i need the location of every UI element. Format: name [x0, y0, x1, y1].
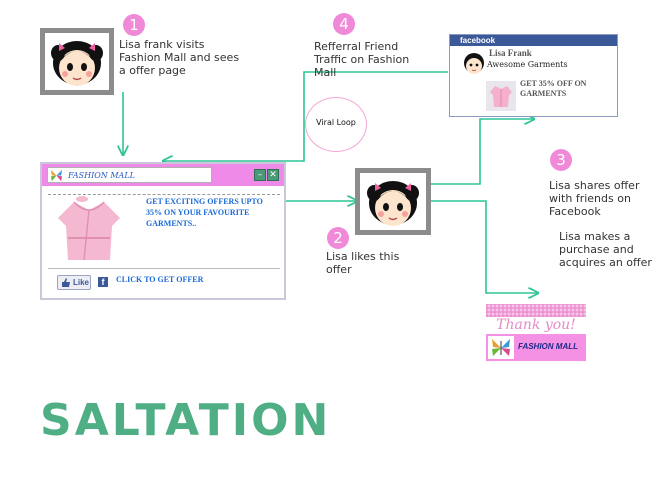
get-offer-link[interactable]: CLICK TO GET OFFER — [116, 275, 204, 284]
lisa-avatar-like — [355, 168, 431, 235]
step-1-text: Lisa frank visits Fashion Mall and sees … — [119, 38, 240, 77]
window-separator — [48, 268, 280, 269]
facebook-user-name: Lisa Frank — [489, 48, 532, 58]
window-titlebar: FASHION MALL – ✕ — [42, 164, 284, 186]
girl-face-icon — [51, 41, 103, 86]
facebook-post-text: Awesome Garments — [487, 60, 568, 69]
window-title-box: FASHION MALL — [47, 167, 212, 183]
step-1-badge: 1 — [123, 14, 145, 36]
arrow-facebook-to-mall — [163, 71, 448, 161]
facebook-post-card: facebook Lisa Frank Awesome Garments GET… — [449, 34, 618, 117]
viral-loop-circle: Viral Loop — [305, 97, 367, 152]
step-4-badge: 4 — [333, 13, 355, 35]
bathrobe-icon — [490, 86, 512, 107]
facebook-header: facebook — [450, 35, 617, 46]
arrow-like-to-facebook — [430, 119, 534, 185]
offer-text: GET EXCITING OFFERS UPTO 35% ON YOUR FAV… — [146, 197, 263, 228]
butterfly-logo-icon — [492, 339, 510, 356]
facebook-offer-text: GET 35% OFF ON GARMENTS — [520, 79, 587, 98]
step-2-badge: 2 — [327, 227, 349, 249]
window-title: FASHION MALL — [68, 171, 135, 180]
brand-title: SALTATION — [40, 395, 332, 446]
minimize-icon[interactable]: – — [254, 169, 266, 181]
butterfly-logo-icon — [50, 169, 63, 182]
step-3-badge: 3 — [550, 149, 572, 171]
purchase-note: Lisa makes a purchase and acquires an of… — [559, 230, 652, 269]
thumbs-up-icon — [62, 278, 70, 287]
bathrobe-product-icon — [58, 196, 120, 261]
facebook-icon[interactable]: f — [98, 277, 108, 287]
lisa-avatar-small — [462, 49, 486, 87]
girl-face-icon — [367, 181, 419, 226]
step-2-text: Lisa likes this offer — [326, 250, 400, 276]
step-3-text: Lisa shares offer with friends on Facebo… — [549, 179, 640, 218]
close-icon[interactable]: ✕ — [267, 169, 279, 181]
brand-bar: FASHION MALL — [486, 334, 586, 361]
lisa-avatar-visit — [40, 28, 114, 95]
thank-you-text: Thank you! — [496, 317, 576, 333]
window-divider — [48, 194, 280, 195]
brand-name: FASHION MALL — [518, 342, 578, 351]
step-4-text: Refferral Friend Traffic on Fashion Mall — [314, 40, 410, 79]
girl-face-icon — [464, 53, 484, 85]
logo-box — [488, 336, 514, 359]
gingham-band — [486, 304, 586, 317]
like-label: Like — [73, 278, 90, 287]
viral-loop-label: Viral Loop — [316, 118, 356, 127]
like-button[interactable]: Like — [57, 275, 91, 290]
garment-thumbnail — [486, 81, 516, 111]
arrow-like-to-purchase — [430, 200, 538, 293]
fashion-mall-window: FASHION MALL – ✕ GET EXCITING OFFERS UPT… — [40, 162, 286, 300]
thank-you-card: Thank you! FASHION MALL — [486, 304, 586, 361]
